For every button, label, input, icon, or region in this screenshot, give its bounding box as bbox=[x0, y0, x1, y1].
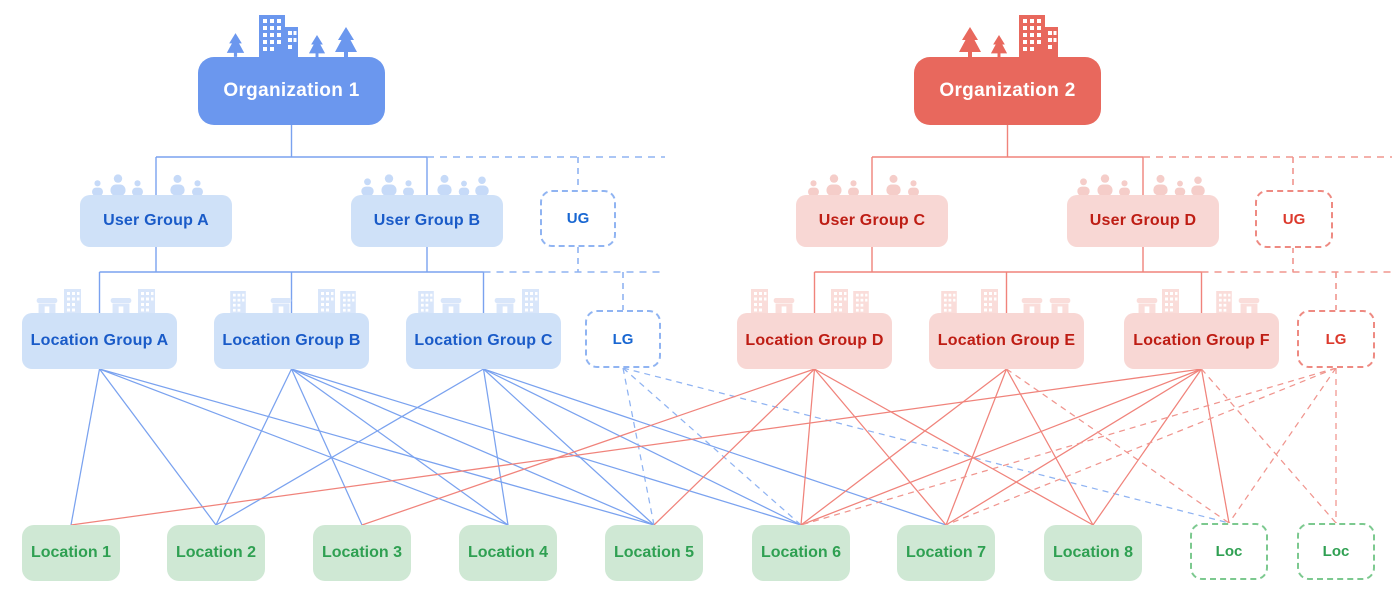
user-group-placeholder-red: UG bbox=[1255, 190, 1333, 248]
user-group-d-node: User Group D bbox=[1067, 195, 1219, 247]
location-group-a-label: Location Group A bbox=[30, 332, 169, 349]
user-group-c-label: User Group C bbox=[818, 212, 926, 229]
location-group-f-node: Location Group F bbox=[1124, 313, 1279, 369]
organization1-node: Organization 1 bbox=[198, 57, 385, 125]
organization2-node: Organization 2 bbox=[914, 57, 1101, 125]
location-7-node: Location 7 bbox=[897, 525, 995, 581]
location-8-node: Location 8 bbox=[1044, 525, 1142, 581]
location-group-b-label: Location Group B bbox=[222, 332, 361, 349]
user-group-d-label: User Group D bbox=[1089, 212, 1197, 229]
location-group-d-node: Location Group D bbox=[737, 313, 892, 369]
location-placeholder-2: Loc bbox=[1297, 523, 1375, 580]
location-group-c-label: Location Group C bbox=[414, 332, 553, 349]
user-group-placeholder-blue-label: UG bbox=[566, 210, 590, 227]
location-6-label: Location 6 bbox=[760, 544, 841, 561]
location-4-node: Location 4 bbox=[459, 525, 557, 581]
location-placeholder-1-label: Loc bbox=[1215, 543, 1243, 560]
location-group-b-node: Location Group B bbox=[214, 313, 369, 369]
user-group-placeholder-blue: UG bbox=[540, 190, 616, 247]
location-group-placeholder-blue: LG bbox=[585, 310, 661, 368]
organization2-label: Organization 2 bbox=[939, 80, 1076, 101]
location-group-c-node: Location Group C bbox=[406, 313, 561, 369]
location-1-label: Location 1 bbox=[30, 544, 111, 561]
location-placeholder-1: Loc bbox=[1190, 523, 1268, 580]
organization1-label: Organization 1 bbox=[223, 80, 360, 101]
location-5-label: Location 5 bbox=[613, 544, 694, 561]
location-2-node: Location 2 bbox=[167, 525, 265, 581]
user-group-placeholder-red-label: UG bbox=[1282, 210, 1306, 228]
location-group-e-label: Location Group E bbox=[937, 332, 1076, 349]
user-group-b-node: User Group B bbox=[351, 195, 503, 247]
location-group-placeholder-red-label: LG bbox=[1325, 330, 1347, 348]
location-3-label: Location 3 bbox=[321, 544, 402, 561]
location-group-e-node: Location Group E bbox=[929, 313, 1084, 369]
user-group-b-label: User Group B bbox=[373, 212, 481, 229]
location-group-a-node: Location Group A bbox=[22, 313, 177, 369]
location-4-label: Location 4 bbox=[467, 544, 548, 561]
location-2-label: Location 2 bbox=[175, 544, 256, 561]
location-group-d-label: Location Group D bbox=[745, 332, 884, 349]
location-5-node: Location 5 bbox=[605, 525, 703, 581]
location-group-f-label: Location Group F bbox=[1133, 332, 1270, 349]
location-group-placeholder-blue-label: LG bbox=[612, 330, 634, 348]
user-group-a-label: User Group A bbox=[103, 212, 209, 229]
location-3-node: Location 3 bbox=[313, 525, 411, 581]
location-8-label: Location 8 bbox=[1052, 544, 1133, 561]
location-6-node: Location 6 bbox=[752, 525, 850, 581]
location-7-label: Location 7 bbox=[905, 544, 986, 561]
user-group-a-node: User Group A bbox=[80, 195, 232, 247]
location-1-node: Location 1 bbox=[22, 525, 120, 581]
location-group-placeholder-red: LG bbox=[1297, 310, 1375, 368]
user-group-c-node: User Group C bbox=[796, 195, 948, 247]
location-placeholder-2-label: Loc bbox=[1322, 543, 1350, 560]
